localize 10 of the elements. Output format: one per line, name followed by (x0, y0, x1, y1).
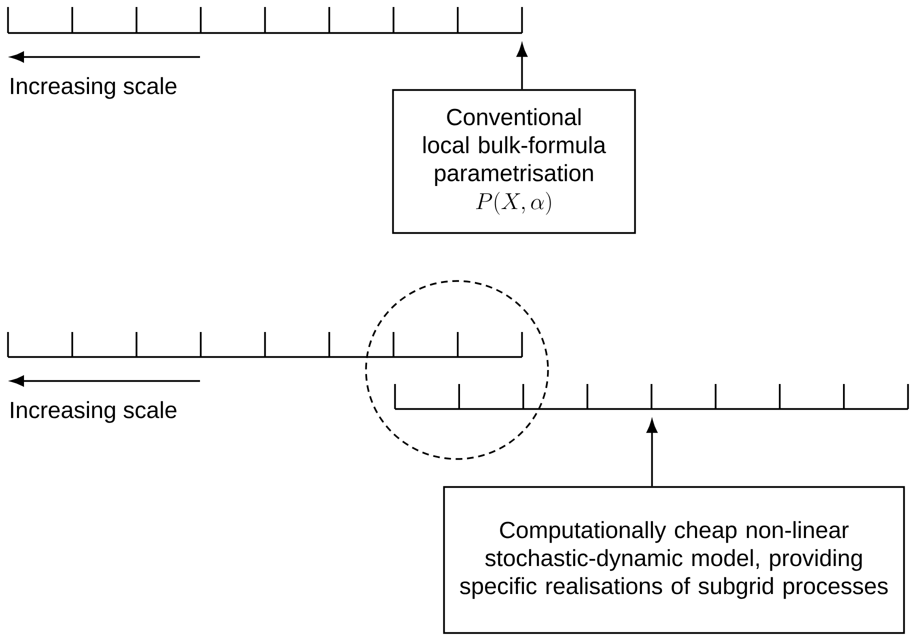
arrow (516, 44, 528, 90)
axis-label: Increasing scale (11, 401, 176, 423)
text-box: Conventional local bulk-formula parametrisation $P(X, \alpha)$ (392, 89, 636, 234)
dashed-circle (365, 280, 549, 460)
text-box: Computationally cheap non-linear stochastic-dynamic model, providing specific realisations of subgrid processes (443, 486, 905, 634)
axis-label: Increasing scale (11, 77, 176, 99)
arrow (646, 420, 658, 486)
scale-ruler (7, 331, 523, 358)
scale-ruler (394, 383, 909, 410)
scale-ruler (7, 6, 523, 34)
